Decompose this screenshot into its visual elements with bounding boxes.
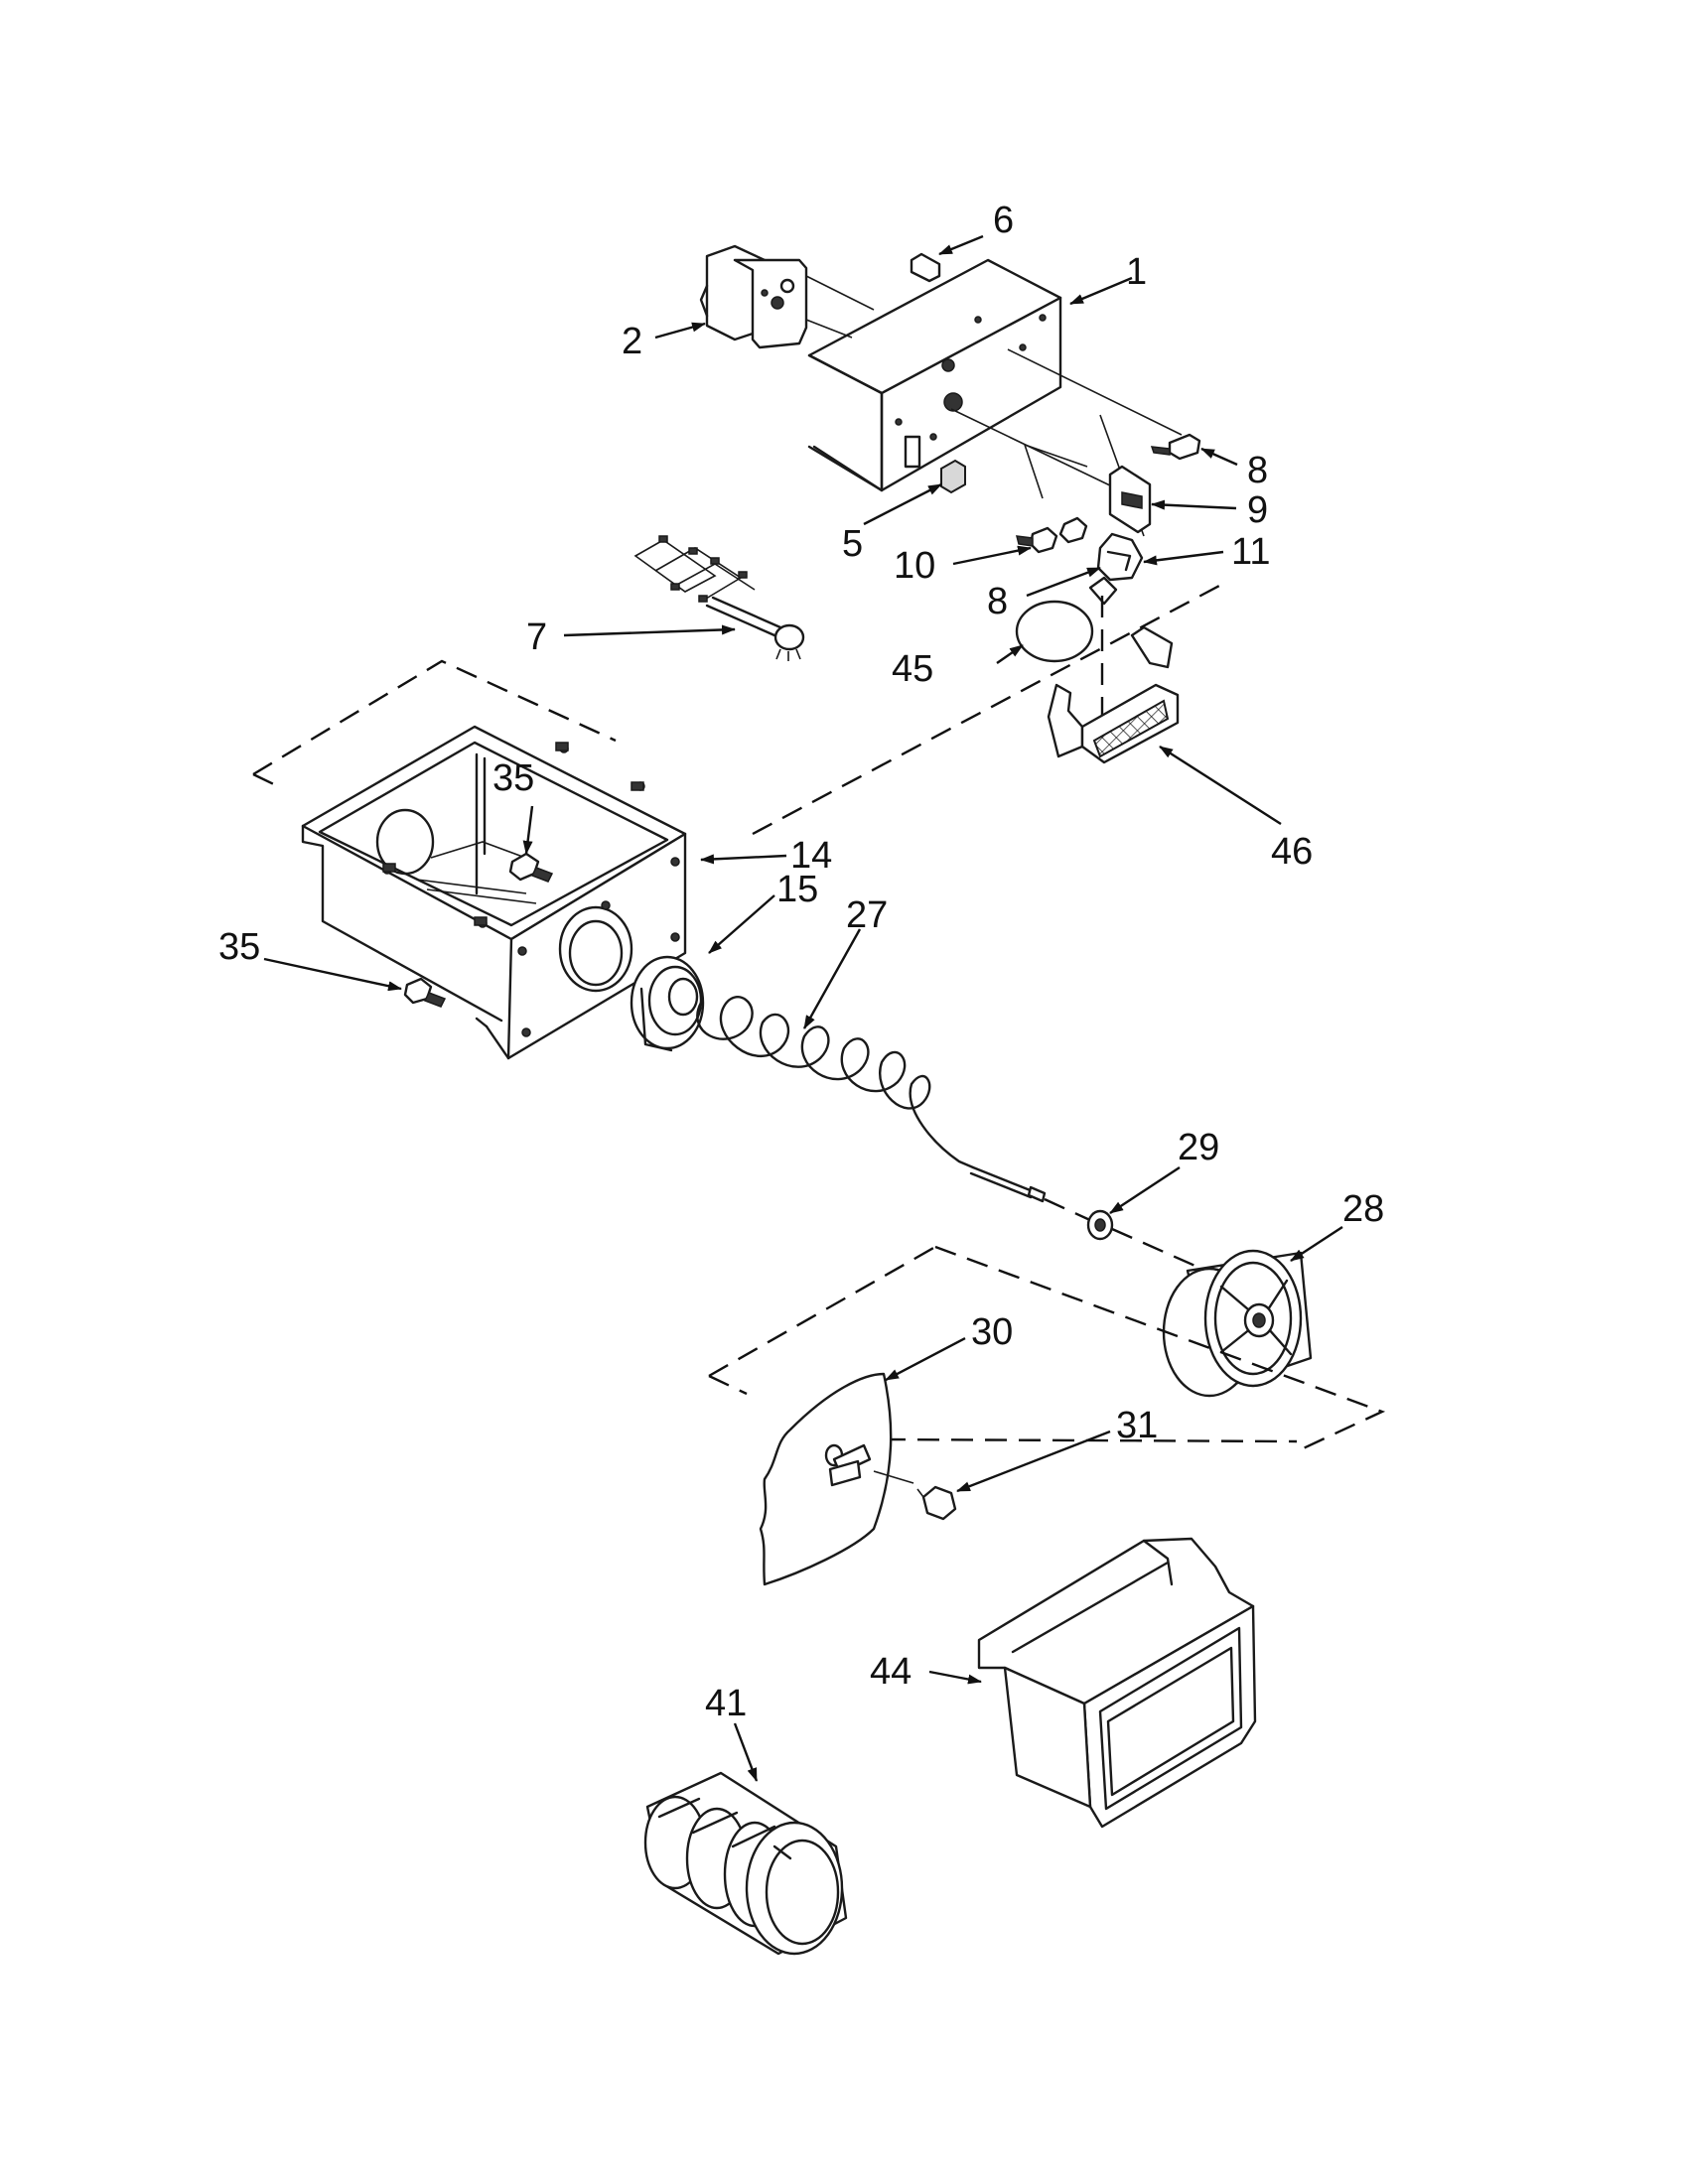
callout-labels: 1 2 6 5 8 9 10 11 8 45 7 46 35 14 35 15 …: [218, 200, 1384, 1724]
blade-assembly: [1162, 1249, 1313, 1398]
callout-44: 44: [870, 1651, 912, 1693]
auger-coil: [696, 996, 1047, 1203]
control-housing: [807, 258, 1062, 492]
callout-7: 7: [526, 616, 547, 658]
switch: [940, 459, 966, 494]
callout-30: 30: [971, 1311, 1013, 1353]
callout-29: 29: [1178, 1127, 1219, 1168]
auger-motor: [643, 1771, 848, 1956]
callout-46: 46: [1271, 831, 1313, 873]
cutter-plate: [759, 1372, 914, 1586]
screw-upper: [1150, 433, 1201, 461]
ice-bin-housing: [301, 725, 687, 1060]
screw-10: [1016, 526, 1058, 554]
lamp-bracket: [1108, 465, 1152, 534]
clip: [910, 252, 941, 283]
callout-10: 10: [894, 545, 935, 587]
callout-1: 1: [1126, 251, 1147, 293]
callout-8-upper: 8: [1247, 450, 1268, 491]
motor: [699, 244, 875, 349]
screw-35-inner: [508, 852, 554, 883]
callout-35-outer: 35: [218, 926, 260, 968]
callout-11: 11: [1231, 531, 1270, 573]
callout-15: 15: [776, 869, 818, 910]
callout-5: 5: [842, 523, 863, 565]
screw-10b: [1058, 516, 1088, 544]
light-bulb: [1015, 576, 1118, 663]
callout-28: 28: [1342, 1188, 1384, 1230]
callout-6: 6: [993, 200, 1014, 241]
callout-45: 45: [892, 648, 933, 690]
callout-9: 9: [1247, 489, 1268, 531]
callout-31: 31: [1116, 1405, 1158, 1446]
leader-lines: [263, 234, 1343, 1782]
wire-harness: [633, 535, 805, 661]
lamp-cover: [1047, 625, 1180, 764]
callout-35-inner: 35: [492, 757, 534, 799]
nut: [916, 1485, 957, 1521]
washer: [1086, 1209, 1114, 1241]
ice-bucket: [977, 1537, 1257, 1829]
callout-2: 2: [622, 321, 642, 362]
screw-35-outer: [403, 977, 447, 1008]
callout-27: 27: [846, 894, 888, 936]
bearing: [630, 955, 705, 1052]
callout-14: 14: [790, 835, 832, 877]
callout-41: 41: [705, 1683, 747, 1724]
callout-8-lower: 8: [987, 581, 1008, 622]
lamp-socket: [1096, 532, 1144, 582]
